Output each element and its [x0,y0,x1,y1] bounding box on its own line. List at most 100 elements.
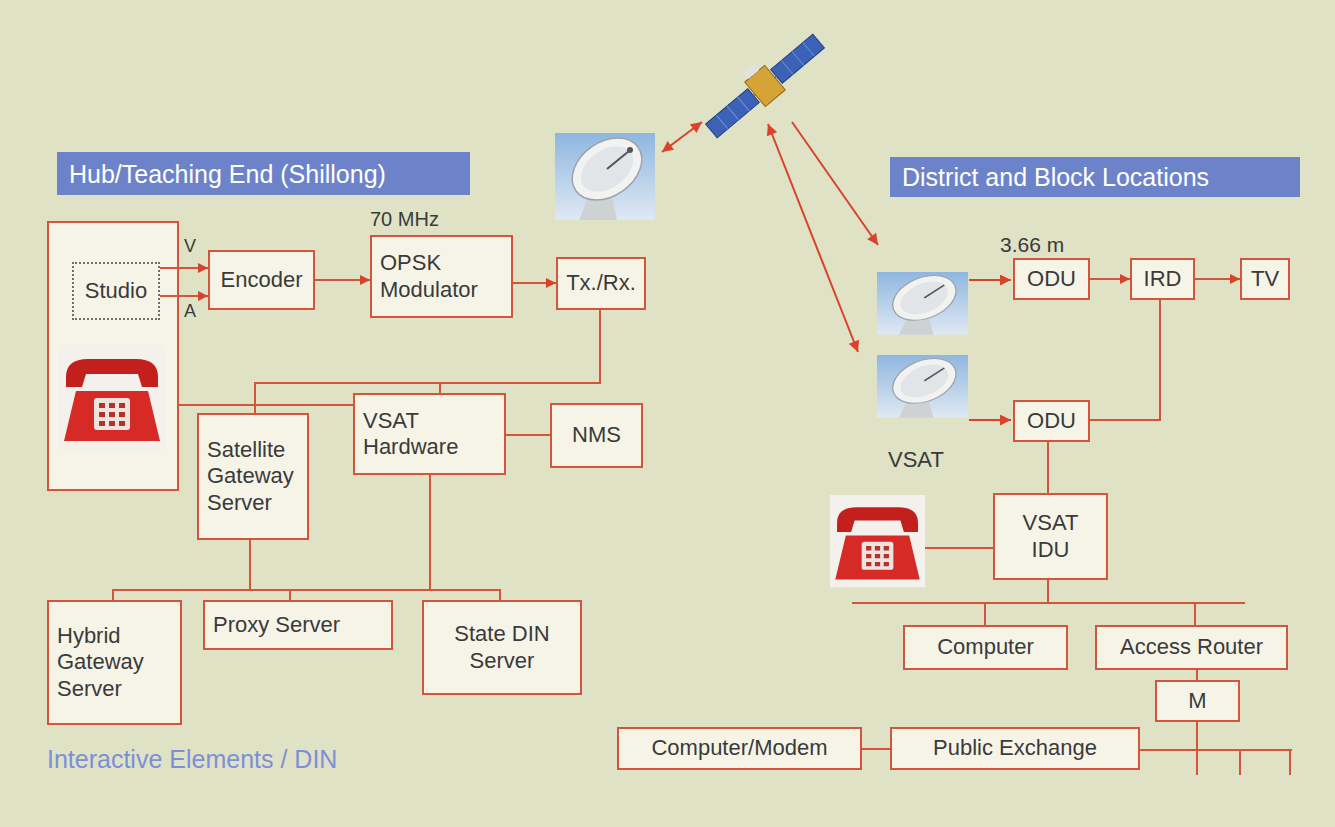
panel-grid [716,42,814,128]
section-band: District and Block Locations [890,157,1300,197]
phone-keypad [862,542,894,570]
line-stub [1239,750,1241,775]
dish-feed [924,285,944,298]
connector [985,580,1048,625]
connector [1196,670,1198,680]
dish-feed-horn [627,147,633,153]
server-box: Hybrid Gateway Server [47,600,182,725]
process-box: Access Router [1095,625,1288,670]
wires [178,405,1292,775]
line-stub [1289,750,1291,775]
phone-handset [837,507,918,532]
server-box: Satellite Gateway Server [197,413,309,540]
process-box: Encoder [208,250,315,310]
connector [250,540,500,600]
dish-antenna [877,349,968,417]
process-box: Public Exchange [890,727,1140,770]
box-text: VSAT IDU [1009,510,1092,563]
connector [1048,580,1195,625]
phone-base [835,535,919,579]
process-box: VSAT IDU [993,493,1108,580]
phone-keypad [94,398,130,430]
connector [315,279,370,281]
phone-handset [66,359,158,387]
section-caption: Interactive Elements / DIN [47,744,337,774]
phone-base [64,391,160,441]
telephone-icon [830,495,925,587]
phone-wire [178,404,353,406]
dish-reflector [560,125,653,213]
dimension-label: 3.66 m [1000,232,1064,257]
process-box: M [1155,680,1240,722]
box-text: Proxy Server [213,612,383,638]
box-text: Access Router [1105,634,1278,660]
phone-wire [925,547,993,549]
process-box: Tx./Rx. [556,257,646,310]
feed-arrow [969,279,1011,281]
dish-reflector [882,349,967,412]
dish-inner [572,137,641,201]
signal-label: V [184,236,196,258]
box-text: OPSK Modulator [380,250,503,303]
dish-feed [607,151,629,169]
process-box: ODU [1013,400,1090,442]
box-text: TV [1246,266,1284,292]
connector [1195,278,1240,280]
connector [1047,442,1049,493]
signal-label: A [184,301,196,323]
phone-keys [866,546,889,566]
box-text: Hub/Teaching End (Shillong) [69,159,458,189]
feed-arrow [969,419,1011,421]
box-text: Public Exchange [900,735,1130,761]
process-box: ODU [1013,258,1090,300]
connector [1140,722,1197,750]
connector [160,267,208,269]
box-text: IRD [1140,266,1185,292]
box-text: State DIN Server [432,621,572,674]
uplink-arrow [662,122,702,152]
telephone-icon [58,345,166,450]
connector [440,310,600,393]
dish-antenna [877,266,968,334]
box-text: ODU [1023,408,1080,434]
line-stub [1196,750,1198,775]
box-text: Hybrid Gateway Server [57,623,172,702]
satellite-antenna [743,64,759,79]
section-band: Hub/Teaching End (Shillong) [57,152,470,195]
dish-inner [893,358,956,404]
box-text: Computer [913,634,1058,660]
studio-box: Studio [72,262,160,320]
phone-keys [99,403,125,426]
process-box: VSAT Hardware [353,393,506,475]
vsat-link-arrow [768,124,858,352]
frequency-label: 70 MHz [370,207,439,231]
process-box: TV [1240,258,1290,300]
process-box: NMS [550,403,643,468]
connector [1090,278,1130,280]
downlink-arrow [792,122,878,245]
process-box: Computer [903,625,1068,670]
connector [290,475,430,600]
connector [113,540,250,600]
box-text: VSAT Hardware [363,408,496,461]
box-text: Encoder [218,267,305,293]
dish-feed [924,368,944,381]
connector [513,282,556,284]
box-text: Studio [80,278,152,304]
studio-enclosure [48,222,178,490]
satellite-icon [696,23,829,144]
box-text: ODU [1023,266,1080,292]
box-text: Satellite Gateway Server [207,437,299,516]
box-text: Tx./Rx. [564,270,638,296]
server-box: Proxy Server [203,600,393,650]
line-bus [1197,749,1292,751]
box-text: District and Block Locations [902,162,1288,192]
antenna-label: VSAT [888,447,944,473]
photo-ground [58,345,166,450]
photo-ground [830,495,925,587]
connector [1090,300,1160,420]
dish-inner [893,275,956,321]
box-text: NMS [560,422,633,448]
connector [430,475,500,600]
process-box: Computer/Modem [617,727,862,770]
